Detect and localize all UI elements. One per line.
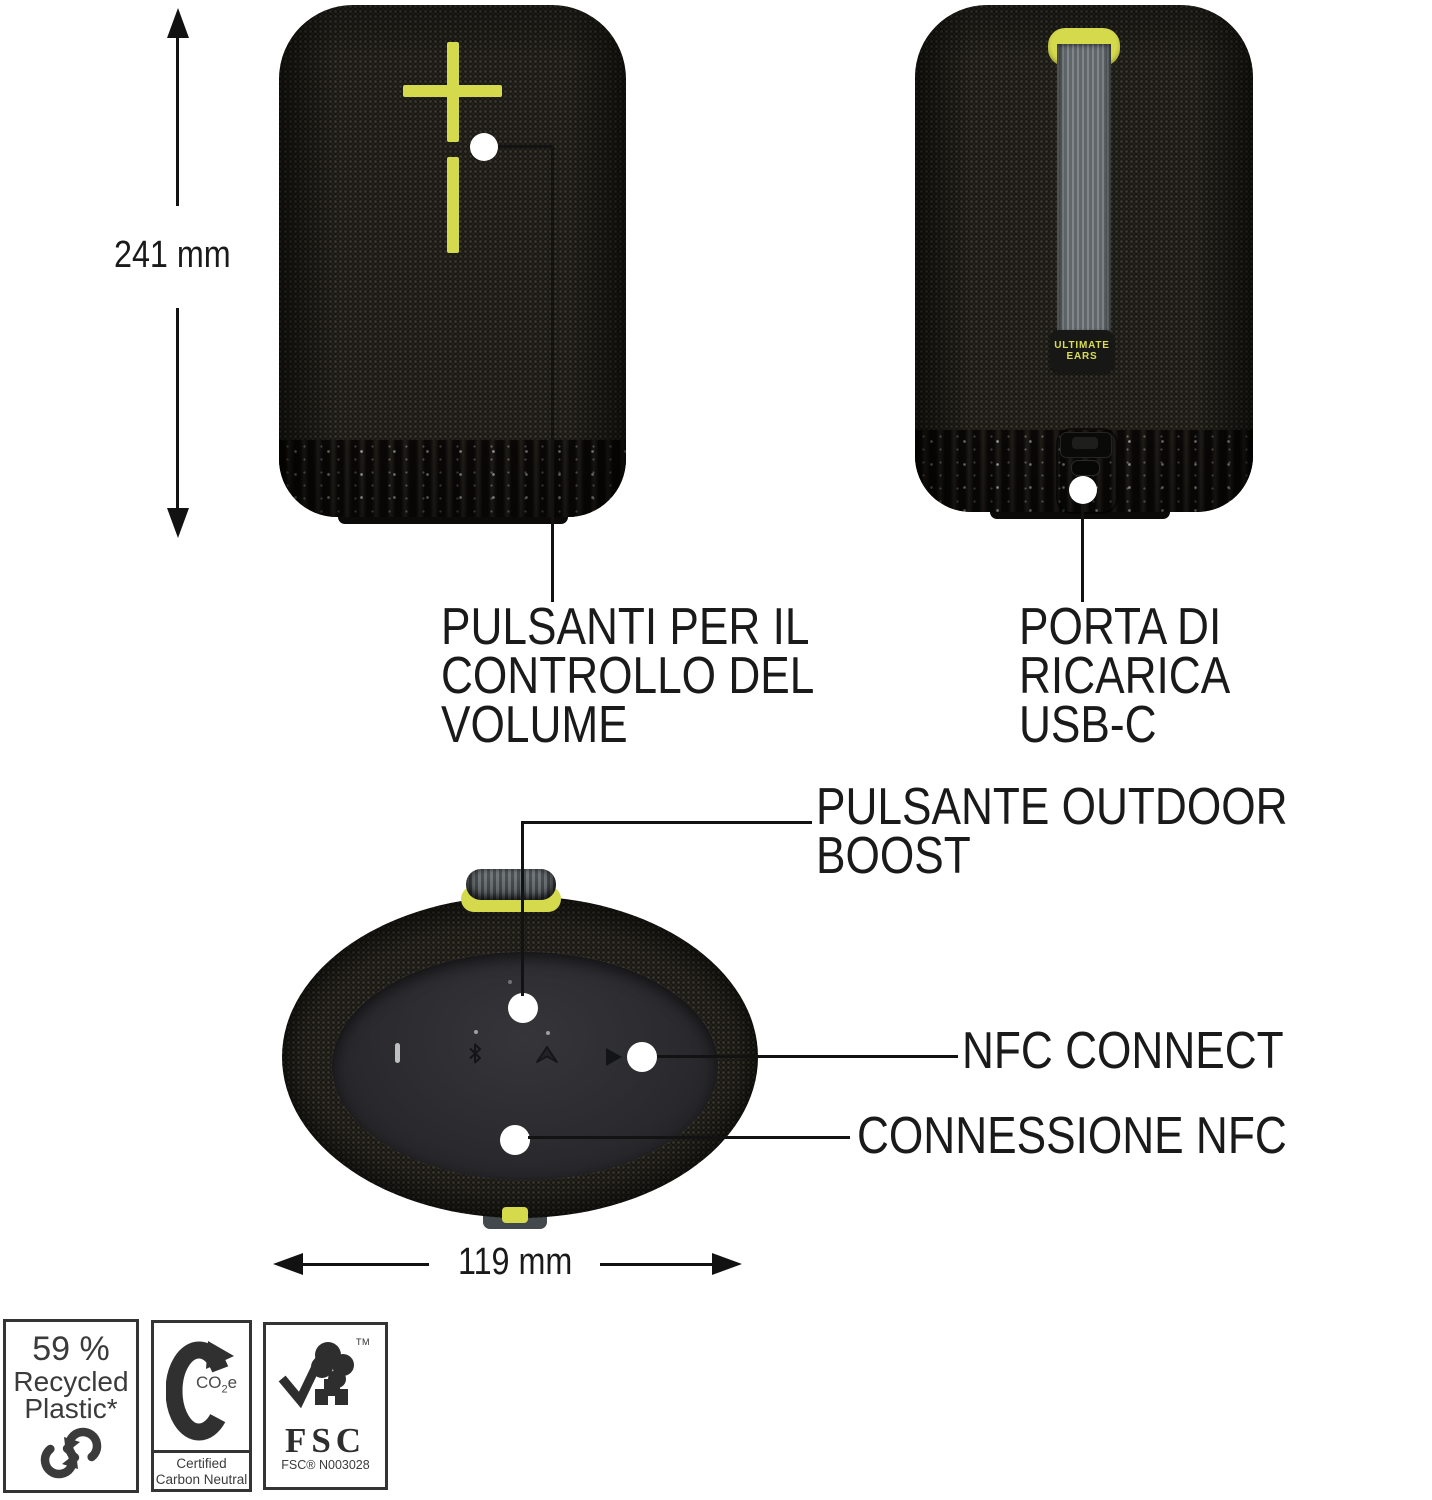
volume-label: PULSANTI PER IL CONTROLLO DEL VOLUME [441, 598, 815, 754]
boost-callout-line-v [521, 821, 524, 996]
nfc-connection-dot [500, 1125, 530, 1155]
carbon-line2: Carbon Neutral [155, 1472, 248, 1487]
co2e-sub: 2 [221, 1383, 228, 1396]
volume-callout-line-h [498, 145, 554, 148]
nfc-connection-callout-line [528, 1136, 850, 1139]
boost-arrow-icon [536, 1046, 558, 1063]
fsc-badge: TM FSC FSC® N003028 [263, 1322, 388, 1490]
outdoor-boost-dot [508, 993, 538, 1023]
brand-line1: ULTIMATE [1054, 339, 1110, 351]
volume-callout-line-v [551, 145, 554, 602]
carbon-neutral-badge: CO2e Certified Carbon Neutral [151, 1320, 252, 1492]
width-dim-line-left [301, 1263, 429, 1266]
fsc-wordmark: FSC [284, 1421, 367, 1460]
speaker-front-base [279, 440, 626, 517]
brand-line2: EARS [1066, 351, 1098, 362]
nfc-connection-label: CONNESSIONE NFC [857, 1107, 1287, 1165]
boost-callout-line-h [521, 821, 812, 824]
bluetooth-icon [469, 1043, 481, 1064]
width-dim-line-right [600, 1263, 714, 1266]
usb-c-port-icon [1071, 460, 1100, 476]
width-arrow-left [273, 1253, 303, 1275]
recycle-loop-icon [40, 1427, 102, 1479]
usb-door-outline [1056, 428, 1118, 514]
recycle-arrowhead-1 [64, 1437, 80, 1453]
fsc-tree-icon [278, 1342, 354, 1409]
usb-flap-latch [1072, 437, 1098, 449]
brand-tag-text: ULTIMATE EARS [1050, 340, 1114, 363]
recycle-arrowhead-2 [62, 1453, 78, 1469]
volume-plus-vertical-icon [447, 42, 459, 142]
recycled-line3: Plastic* [24, 1393, 118, 1424]
fsc-license-code: FSC® N003028 [281, 1458, 370, 1472]
recycled-line2: Recycled [13, 1366, 129, 1397]
speaker-back-foot [990, 512, 1170, 519]
speaker-front-view [279, 5, 626, 517]
co2e-post: e [227, 1373, 238, 1392]
height-arrow-down [167, 508, 189, 538]
bottom-accent-tab [502, 1207, 528, 1223]
usb-callout-line [1081, 504, 1084, 602]
badge-divider [154, 1450, 249, 1453]
nfc-connect-label: NFC CONNECT [962, 1022, 1284, 1080]
height-dimension-label: 241 mm [114, 234, 231, 276]
boost-label: PULSANTE OUTDOOR BOOST [816, 778, 1288, 885]
width-dimension-label: 119 mm [458, 1241, 573, 1283]
strap [1057, 44, 1111, 334]
brand-tag: ULTIMATE EARS [1050, 330, 1114, 372]
co2e-text: CO2e [196, 1373, 237, 1395]
co2e-icon [166, 1341, 234, 1441]
height-arrow-up [167, 8, 189, 38]
bluetooth-led-dot [474, 1030, 478, 1034]
co2e-pre: CO [196, 1373, 222, 1392]
nfc-connect-dot [627, 1042, 657, 1072]
speaker-front-foot [338, 517, 568, 524]
recycled-percent: 59 % [32, 1330, 110, 1368]
fsc-tm: TM [356, 1337, 370, 1347]
top-strap-roll [466, 869, 556, 900]
power-icon [395, 1043, 400, 1063]
play-icon [606, 1048, 622, 1066]
usb-callout-dot [1069, 476, 1097, 504]
boost-button-led [508, 980, 512, 984]
volume-callout-dot [470, 133, 498, 161]
width-arrow-right [712, 1253, 742, 1275]
height-dim-line-top [176, 36, 179, 206]
nfc-connect-callout-line [657, 1055, 958, 1058]
usb-label: PORTA DI RICARICA USB-C [1019, 598, 1231, 754]
volume-minus-icon [447, 157, 459, 253]
height-dim-line-bottom [176, 308, 179, 508]
carbon-line1: Certified [176, 1456, 227, 1471]
boost-led-dot [546, 1031, 550, 1035]
recycled-plastic-badge: 59 % Recycled Plastic* [3, 1319, 139, 1493]
